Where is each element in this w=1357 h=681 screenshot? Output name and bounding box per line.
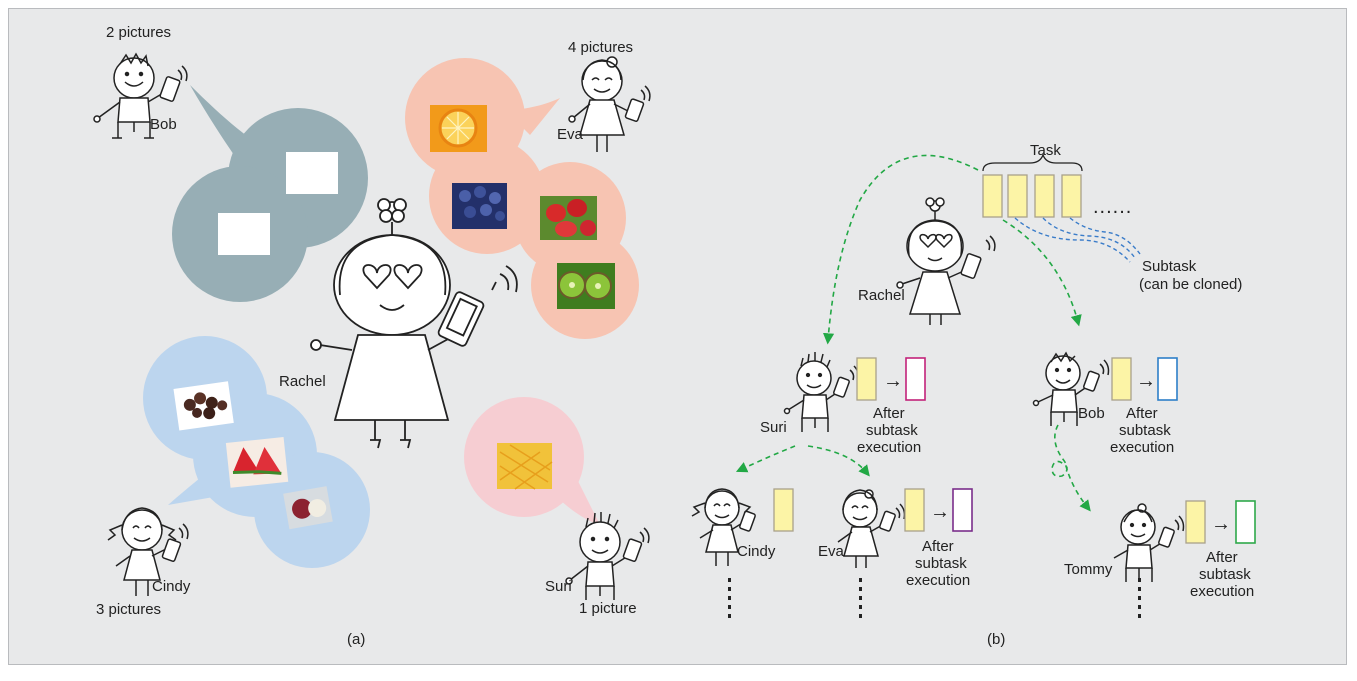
- bob-name: Bob: [150, 116, 177, 133]
- arrow-to-bob: [1002, 219, 1082, 327]
- subtask-block: [1034, 174, 1055, 218]
- bob-name-b: Bob: [1078, 405, 1105, 422]
- eva-after-line2: subtask: [915, 555, 967, 572]
- cindy-name: Cindy: [152, 578, 191, 595]
- arrow-to-tommy: [1051, 424, 1091, 512]
- subtask-note: (can be cloned): [1139, 276, 1242, 293]
- tommy-figure-b: [1113, 503, 1185, 582]
- watermelon-photo: [225, 436, 289, 488]
- figure-frame: [8, 8, 1347, 665]
- strawberries-photo: [540, 196, 597, 240]
- grapes-photo: [173, 381, 234, 431]
- suri-picture-count: 1 picture: [579, 600, 637, 617]
- bob-picture-count: 2 pictures: [106, 24, 171, 41]
- eva-after-line1: After: [922, 538, 954, 555]
- eva-photos: [430, 105, 615, 309]
- suri-exec-arrow: →: [883, 370, 903, 392]
- arrow-to-cindy: [735, 445, 796, 473]
- cindy-figure-b: [691, 488, 756, 566]
- bob-after-line1: After: [1126, 405, 1158, 422]
- cindy-continuation-dots: [728, 578, 731, 618]
- rachel-name-b: Rachel: [858, 287, 905, 304]
- cindy-subtask-block: [773, 488, 794, 532]
- suri-after-line1: After: [873, 405, 905, 422]
- task-ellipsis: ......: [1093, 196, 1132, 218]
- suri-subtask-block: [856, 357, 877, 401]
- panel-b-caption: (b): [987, 631, 1005, 648]
- task-subtask-blocks: [982, 174, 1082, 218]
- suri-name-b: Suri: [760, 419, 787, 436]
- cindy-name-b: Cindy: [737, 543, 776, 560]
- eva-exec-arrow: →: [930, 501, 950, 523]
- tommy-after-line1: After: [1206, 549, 1238, 566]
- panel-a: 2 pictures Bob 4 pictures Eva Rachel Cin…: [93, 24, 651, 648]
- blueberries-photo: [452, 183, 507, 229]
- cindy-photos: [173, 381, 333, 530]
- subtask-label: Subtask: [1142, 258, 1197, 275]
- panel-b: Task ...... Subtask (can be cloned): [691, 142, 1256, 648]
- bob-after-line2: subtask: [1119, 422, 1171, 439]
- orange-photo: [430, 105, 487, 152]
- blank-photo: [218, 213, 270, 255]
- bob-speech-bubble: [172, 85, 368, 302]
- lychee-photo: [283, 486, 333, 530]
- cindy-picture-count: 3 pictures: [96, 601, 161, 618]
- bob-exec-arrow: →: [1136, 370, 1156, 392]
- cindy-figure: [107, 507, 189, 596]
- eva-after-line3: execution: [906, 572, 970, 589]
- arrow-to-eva: [807, 445, 870, 477]
- tommy-subtask-block: [1185, 500, 1206, 544]
- eva-figure-b: [837, 489, 906, 568]
- eva-figure: [568, 56, 651, 152]
- eva-picture-count: 4 pictures: [568, 39, 633, 56]
- tommy-exec-arrow: →: [1211, 513, 1231, 535]
- rachel-figure: [310, 198, 518, 449]
- bob-result-block: [1157, 357, 1178, 401]
- rachel-figure-b: [896, 197, 996, 325]
- suri-name: Suri: [545, 578, 572, 595]
- subtask-block: [982, 174, 1003, 218]
- task-label: Task: [1030, 142, 1061, 159]
- suri-after-line2: subtask: [866, 422, 918, 439]
- tommy-name-b: Tommy: [1064, 561, 1113, 578]
- bob-figure-b: [1032, 351, 1110, 426]
- suri-result-block: [905, 357, 926, 401]
- task-brace: [982, 153, 1083, 172]
- tommy-after-line3: execution: [1190, 583, 1254, 600]
- eva-name: Eva: [557, 126, 584, 143]
- arrow-to-suri: [822, 154, 979, 345]
- eva-subtask-block: [904, 488, 925, 532]
- bob-subtask-block: [1111, 357, 1132, 401]
- suri-figure-b: [783, 352, 860, 432]
- tommy-after-line2: subtask: [1199, 566, 1251, 583]
- bob-after-line3: execution: [1110, 439, 1174, 456]
- suri-figure: [565, 512, 650, 600]
- eva-name-b: Eva: [818, 543, 845, 560]
- assignment-arrows: [735, 154, 1091, 512]
- suri-after-line3: execution: [857, 439, 921, 456]
- clone-lines: [1014, 217, 1141, 263]
- subtask-block: [1061, 174, 1082, 218]
- eva-result-block: [952, 488, 973, 532]
- panel-a-caption: (a): [347, 631, 365, 648]
- rachel-name: Rachel: [279, 373, 326, 390]
- eva-continuation-dots: [859, 578, 862, 618]
- blank-photo: [286, 152, 338, 194]
- mango-photo: [497, 443, 553, 490]
- subtask-block: [1007, 174, 1028, 218]
- kiwi-photo: [557, 263, 615, 309]
- tommy-continuation-dots: [1138, 578, 1141, 618]
- bob-figure: [93, 52, 188, 139]
- tommy-result-block: [1235, 500, 1256, 544]
